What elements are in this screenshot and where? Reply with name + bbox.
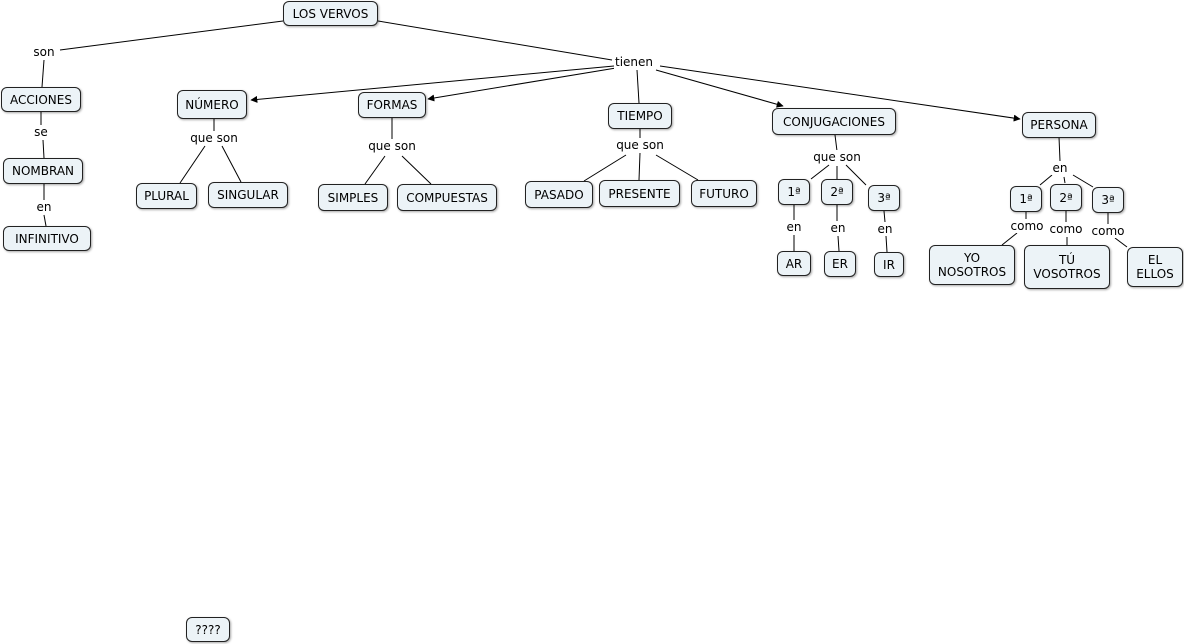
link-como-2: como bbox=[1048, 222, 1084, 236]
link-se: se bbox=[33, 125, 49, 139]
concept-tiempo[interactable]: TIEMPO bbox=[608, 103, 672, 129]
concept-el-ellos[interactable]: EL ELLOS bbox=[1127, 247, 1183, 287]
link-que-son-tiempo: que son bbox=[615, 138, 665, 152]
link-son: son bbox=[32, 45, 56, 59]
link-que-son-formas: que son bbox=[367, 139, 417, 153]
link-que-son-conjugaciones: que son bbox=[812, 150, 862, 164]
concept-singular[interactable]: SINGULAR bbox=[208, 182, 288, 208]
concept-simples[interactable]: SIMPLES bbox=[318, 184, 388, 211]
concept-unknown[interactable]: ???? bbox=[186, 617, 230, 642]
concept-conjugaciones[interactable]: CONJUGACIONES bbox=[772, 108, 896, 135]
concept-formas[interactable]: FORMAS bbox=[358, 92, 426, 118]
concept-infinitivo[interactable]: INFINITIVO bbox=[3, 226, 91, 251]
concept-numero[interactable]: NÚMERO bbox=[177, 90, 247, 119]
link-como-1: como bbox=[1009, 219, 1045, 233]
concept-futuro[interactable]: FUTURO bbox=[691, 180, 757, 207]
concept-ir[interactable]: IR bbox=[874, 252, 904, 277]
concept-acciones[interactable]: ACCIONES bbox=[1, 87, 81, 112]
concept-conjugacion-3[interactable]: 3ª bbox=[868, 185, 900, 211]
concept-er[interactable]: ER bbox=[824, 251, 856, 277]
link-en-persona: en bbox=[1051, 161, 1069, 175]
concept-ar[interactable]: AR bbox=[777, 251, 811, 276]
concept-los-vervos[interactable]: LOS VERVOS bbox=[283, 1, 378, 26]
link-en-conj2: en bbox=[829, 221, 847, 235]
link-en-conj3: en bbox=[876, 222, 894, 236]
concept-yo-nosotros[interactable]: YO NOSOTROS bbox=[929, 245, 1015, 285]
concept-conjugacion-1[interactable]: 1ª bbox=[778, 179, 810, 205]
concept-nombran[interactable]: NOMBRAN bbox=[3, 158, 83, 184]
concept-pasado[interactable]: PASADO bbox=[525, 181, 593, 208]
link-como-3: como bbox=[1090, 224, 1126, 238]
concept-persona-2[interactable]: 2ª bbox=[1050, 184, 1082, 211]
link-tienen: tienen bbox=[613, 55, 655, 69]
link-en-nombran: en bbox=[35, 200, 53, 214]
concept-presente[interactable]: PRESENTE bbox=[599, 180, 680, 207]
concept-compuestas[interactable]: COMPUESTAS bbox=[397, 184, 497, 211]
concept-plural[interactable]: PLURAL bbox=[136, 183, 197, 209]
concept-persona[interactable]: PERSONA bbox=[1022, 112, 1096, 138]
concept-persona-1[interactable]: 1ª bbox=[1010, 186, 1042, 212]
concept-persona-3[interactable]: 3ª bbox=[1092, 187, 1124, 213]
link-que-son-numero: que son bbox=[189, 131, 239, 145]
concept-tu-vosotros[interactable]: TÚ VOSOTROS bbox=[1024, 245, 1110, 289]
concept-conjugacion-2[interactable]: 2ª bbox=[821, 179, 853, 205]
link-en-conj1: en bbox=[785, 220, 803, 234]
